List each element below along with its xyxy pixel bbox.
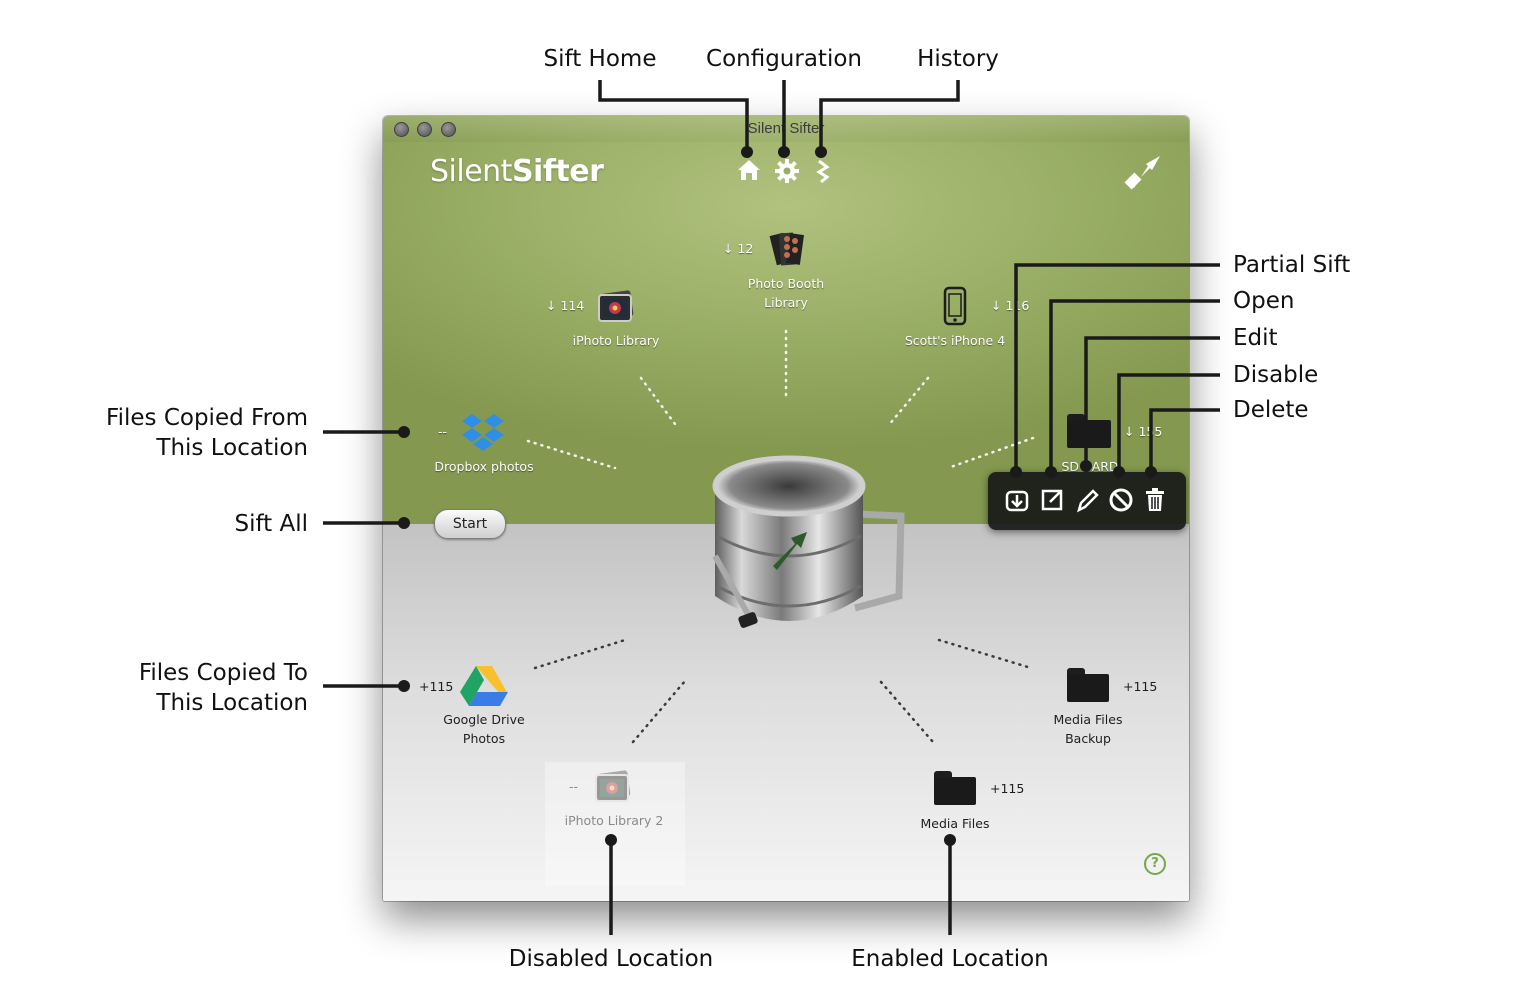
media-files-count: +115 — [990, 781, 1025, 796]
callout-files-copied-to: Files Copied To This Location — [139, 658, 308, 718]
callout-configuration: Configuration — [706, 46, 862, 72]
iphoto-count: ↓ 114 — [546, 298, 585, 313]
iphone-label: Scott's iPhone 4 — [904, 333, 1006, 348]
connector-lines — [526, 329, 1035, 744]
app-brand: SilentSifter — [430, 154, 604, 189]
location-actions-popup — [988, 472, 1186, 530]
callout-sift-home: Sift Home — [543, 46, 657, 72]
home-icon[interactable] — [735, 158, 763, 187]
dropbox-icon[interactable] — [460, 412, 506, 454]
callout-delete: Delete — [1233, 397, 1309, 423]
iphoto-library-2-count: -- — [569, 779, 579, 794]
edit-icon[interactable] — [1072, 486, 1102, 516]
dropbox-count: -- — [438, 424, 448, 439]
partial-sift-icon[interactable] — [1002, 486, 1032, 516]
google-drive-label-line1: Google Drive — [443, 712, 525, 727]
callout-sift-all: Sift All — [234, 511, 308, 537]
brand-bold: Sifter — [511, 154, 604, 189]
google-drive-count: +115 — [419, 679, 454, 694]
iphoto-label: iPhoto Library — [572, 333, 660, 348]
iphoto-library-2-icon[interactable] — [593, 768, 633, 806]
callout-disable: Disable — [1233, 362, 1319, 388]
delete-icon[interactable] — [1140, 486, 1170, 516]
google-drive-label-line2: Photos — [462, 731, 506, 746]
callout-files-copied-to-line2: This Location — [156, 690, 308, 716]
gear-icon[interactable] — [773, 158, 801, 189]
iphoto-icon[interactable] — [596, 286, 636, 326]
brand-light: Silent — [430, 154, 512, 189]
disabled-location-highlight — [545, 762, 685, 886]
photo-booth-label: Photo Booth Library — [726, 274, 846, 312]
photo-booth-label-line2: Library — [764, 295, 808, 310]
callout-edit: Edit — [1233, 325, 1278, 351]
photo-booth-count: ↓ 12 — [723, 241, 754, 256]
callout-enabled-location: Enabled Location — [851, 946, 1049, 972]
close-window-button[interactable] — [394, 122, 409, 137]
google-drive-icon[interactable] — [459, 664, 509, 706]
minimize-window-button[interactable] — [417, 122, 432, 137]
media-files-backup-folder-icon[interactable] — [1067, 668, 1109, 702]
sifter-image[interactable] — [709, 446, 919, 656]
callout-partial-sift: Partial Sift — [1233, 252, 1351, 278]
callout-files-copied-from: Files Copied From This Location — [106, 403, 308, 463]
callout-history: History — [917, 46, 999, 72]
callout-files-copied-from-line1: Files Copied From — [106, 405, 308, 431]
iphone-count: ↓ 116 — [991, 298, 1030, 313]
dropbox-label: Dropbox photos — [434, 459, 534, 474]
media-files-backup-label-line1: Media Files — [1053, 712, 1123, 727]
media-files-backup-label-line2: Backup — [1065, 731, 1111, 746]
photo-booth-label-line1: Photo Booth — [747, 276, 825, 291]
callout-files-copied-from-line2: This Location — [156, 435, 308, 461]
media-files-folder-icon[interactable] — [934, 771, 976, 805]
title-bar: Silent Sifter — [383, 116, 1189, 142]
window-title: Silent Sifter — [747, 120, 825, 137]
callout-files-copied-to-line1: Files Copied To — [138, 660, 308, 686]
media-files-backup-count: +115 — [1123, 679, 1158, 694]
sd-card-folder-icon[interactable] — [1067, 414, 1111, 448]
iphoto-library-2-label: iPhoto Library 2 — [564, 813, 664, 828]
iphone-icon[interactable] — [943, 286, 967, 326]
history-icon[interactable] — [811, 158, 835, 189]
start-button[interactable]: Start — [434, 509, 506, 539]
google-drive-label: Google Drive Photos — [424, 710, 544, 748]
silent-sifter-window: Silent Sifter SilentSifter — [383, 116, 1189, 901]
callout-disabled-location: Disabled Location — [508, 946, 714, 972]
media-files-backup-label: Media Files Backup — [1038, 710, 1138, 748]
media-files-label: Media Files — [920, 816, 990, 831]
disable-icon[interactable] — [1106, 486, 1136, 516]
help-icon[interactable]: ? — [1144, 853, 1166, 875]
callout-open: Open — [1233, 288, 1295, 314]
zoom-window-button[interactable] — [441, 122, 456, 137]
photo-booth-icon[interactable] — [767, 230, 807, 270]
open-icon[interactable] — [1037, 486, 1067, 516]
filesift-logo-icon[interactable] — [1121, 150, 1165, 197]
